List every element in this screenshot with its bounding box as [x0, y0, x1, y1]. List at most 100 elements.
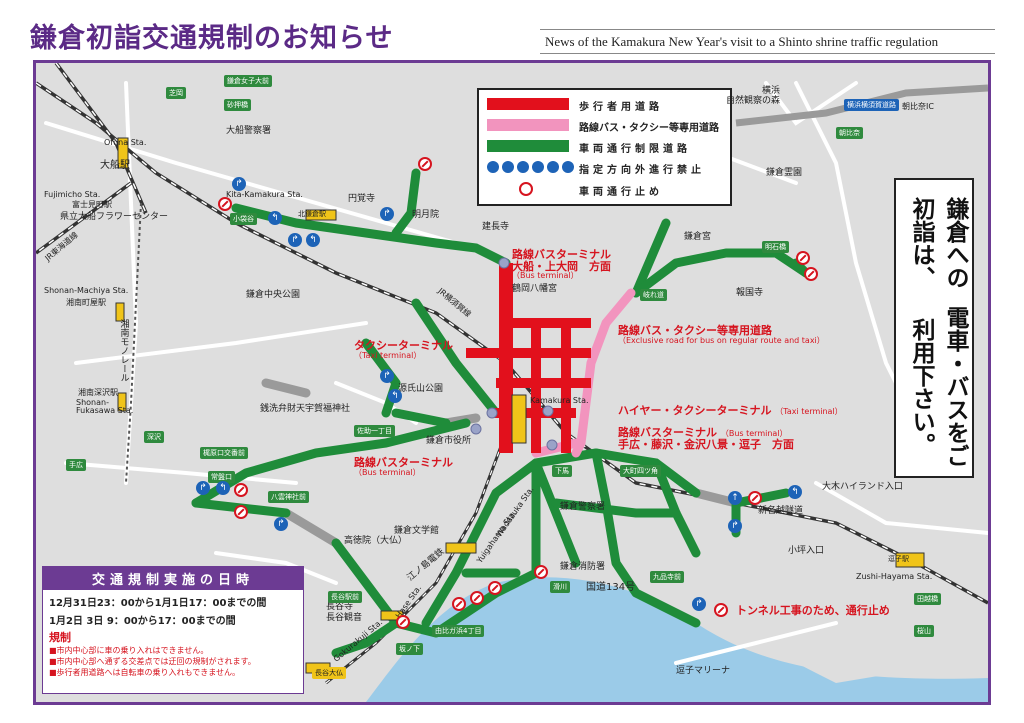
legend-row-closed — [519, 182, 533, 196]
zushi-station-ja: 逗子駅 — [888, 555, 909, 563]
shonan-fukasawa-ja: 湘南深沢駅 — [78, 388, 118, 397]
label-bus-terminal-west-en: （Bus terminal） — [354, 467, 421, 477]
landmark-chuo-park: 鎌倉中央公園 — [246, 290, 301, 300]
direction-prohibited-icon: ↱ — [288, 233, 302, 247]
period-line-1: 12月31日23：00から1月1日17：00までの間 — [49, 598, 267, 609]
label-bus-terminal-north-dest: 大船・上大岡 方面 — [512, 259, 611, 273]
label-taxi-terminal-en: （Taxi terminal） — [354, 350, 422, 360]
landmark-zushi-marina: 逗子マリーナ — [676, 666, 731, 676]
landmark-flower-center: 県立大船フラワーセンター — [60, 212, 169, 222]
direction-prohibited-icon: ↰ — [216, 481, 230, 495]
landmark-fire: 鎌倉消防署 — [560, 562, 606, 572]
red-pedestrian-roads — [466, 263, 591, 453]
label-bus-terminal-north: 路線バスターミナル 大船・上大岡 方面 （Bus terminal） — [512, 249, 611, 280]
landmark-ofuna-police: 大船警察署 — [226, 126, 272, 136]
sign-yakumo: 八雲神社前 — [268, 491, 309, 503]
sign-kamakura-joshidai: 鎌倉女子大前 — [224, 75, 272, 87]
page-subtitle: News of the Kamakura New Year's visit to… — [545, 34, 939, 49]
label-bus-terminal-east-title: 路線バスターミナル — [618, 426, 717, 439]
station-markers — [115, 137, 925, 674]
landmark-bungakukan: 鎌倉文学館 — [394, 526, 440, 536]
page-header: 鎌倉初詣交通規制のお知らせ News of the Kamakura New Y… — [0, 0, 1024, 58]
period-day-1: 1月2日 — [49, 616, 83, 627]
direction-sign-icon — [487, 161, 499, 173]
landmark-hase-kannon: 長谷観音 — [326, 613, 363, 623]
direction-prohibited-icon: ↱ — [196, 481, 210, 495]
label-bus-terminal-west-title: 路線バスターミナル — [354, 456, 453, 469]
period-day-2: 3日 — [86, 616, 104, 627]
landmark-city-hall: 鎌倉市役所 — [426, 436, 472, 446]
legend-row-restricted — [487, 140, 569, 152]
direction-prohibited-icon: ↱ — [380, 369, 394, 383]
regulation-note-1: ■市内中心部に車の乗り入れはできません。 — [49, 646, 209, 655]
legend-label-exclusive: 路線バス・タクシー等専用道路 — [579, 123, 719, 134]
label-taxi-terminal: タクシーターミナル （Taxi terminal） — [354, 340, 453, 360]
regulation-note-3: ■歩行者用道路へは自転車の乗り入れもできません。 — [49, 668, 240, 677]
legend-row-exclusive — [487, 119, 569, 131]
sign-hase-ekimae: 長谷駅前 — [328, 591, 362, 603]
no-entry-icon — [519, 182, 533, 196]
legend-label-direction: 指定方向外進行禁止 — [579, 165, 705, 176]
label-bus-terminal-north-en: （Bus terminal） — [512, 271, 579, 281]
no-entry-icon — [234, 483, 248, 497]
ofuna-station-en: Ofuna Sta. — [104, 138, 147, 147]
sign-omachi: 大町四ツ角 — [620, 465, 661, 477]
no-entry-icon — [804, 267, 818, 281]
headland — [736, 617, 896, 683]
legend-row-pedestrian — [487, 98, 569, 110]
direction-sign-icon — [547, 161, 559, 173]
shonan-machiya-ja: 湘南町屋駅 — [66, 298, 106, 307]
landmark-police: 鎌倉警察署 — [560, 502, 606, 512]
label-exclusive-road: 路線バス・タクシー等専用道路 （Exclusive road for bus o… — [618, 325, 825, 345]
landmark-kamakura-reien: 鎌倉霊園 — [766, 168, 803, 178]
sign-geba: 下馬 — [552, 465, 572, 477]
kita-kamakura-station-en: Kita-Kamakura Sta. — [226, 190, 303, 199]
sign-yokohama-yokosuka-road: 横浜横須賀道路 — [844, 99, 899, 111]
legend-label-closed: 車両通行止め — [579, 187, 663, 198]
sign-sakurayama: 桜山 — [914, 625, 934, 637]
label-bus-terminal-east: 路線バスターミナル （Bus terminal） 手広・藤沢・金沢八景・逗子 方… — [618, 427, 794, 450]
no-entry-icon — [470, 591, 484, 605]
direction-prohibited-icon: ↱ — [274, 517, 288, 531]
no-entry-icon — [796, 251, 810, 265]
sign-asahina: 朝比奈 — [836, 127, 863, 139]
legend-row-direction-signs — [487, 161, 574, 173]
direction-prohibited-icon: ↑ — [728, 491, 742, 505]
legend-label-restricted: 車両通行制限道路 — [579, 144, 691, 155]
label-exclusive-road-en: （Exclusive road for bus on regular route… — [618, 335, 825, 345]
sign-sunaoshi: 砂押橋 — [224, 99, 251, 111]
no-entry-icon — [534, 565, 548, 579]
kamakura-station-label: Kamakura Sta. — [530, 396, 589, 405]
direction-prohibited-icon: ↱ — [692, 597, 706, 611]
label-oki-highland: 大木ハイランド入口 — [822, 482, 903, 492]
label-asahina-ic: 朝比奈IC — [902, 102, 934, 111]
notice-line-2: 電車・バスをご利用下さい。 — [908, 306, 968, 468]
traffic-map[interactable]: 歩行者用道路 路線バス・タクシー等専用道路 車両通行制限道路 指定方向外進行禁止… — [33, 60, 991, 705]
direction-sign-icon — [517, 161, 529, 173]
sign-shibaoka: 芝岡 — [166, 87, 186, 99]
period-title: 交通規制実施の日時 — [43, 567, 303, 590]
fujimicho-station-ja: 富士見町駅 — [72, 200, 112, 209]
sign-kuhonji: 九品寺前 — [650, 571, 684, 583]
period-line-2: 1月2日 3日 9：00から17：00までの間 — [43, 612, 303, 627]
direction-prohibited-icon: ↱ — [232, 177, 246, 191]
label-exclusive-road-title: 路線バス・タクシー等専用道路 — [618, 324, 772, 337]
title-rule-top — [540, 29, 995, 30]
landmark-genjiyama: 源氏山公園 — [398, 384, 444, 394]
legend-swatch-pink — [487, 119, 569, 131]
sign-kajiwara: 梶原口交番前 — [200, 447, 248, 459]
direction-prohibited-icon: ↰ — [306, 233, 320, 247]
legend-label-pedestrian: 歩行者用道路 — [579, 102, 663, 113]
label-hire-taxi-en: （Taxi terminal） — [775, 407, 843, 416]
direction-sign-icon — [562, 161, 574, 173]
no-entry-icon — [396, 615, 410, 629]
label-shinnagoe-tunnel: 新名越隧道 — [758, 506, 804, 516]
label-kotsubo: 小坪入口 — [788, 546, 825, 556]
no-entry-icon — [418, 157, 432, 171]
sign-fukasawa: 深沢 — [144, 431, 164, 443]
notice-box: 鎌倉への初詣は、 電車・バスをご利用下さい。 — [894, 178, 974, 478]
no-entry-icon — [748, 491, 762, 505]
landmark-tsurugaoka: 鶴岡八幡宮 — [512, 284, 558, 294]
legend-swatch-green — [487, 140, 569, 152]
notice-text: 鎌倉への初詣は、 電車・バスをご利用下さい。 — [896, 188, 972, 476]
